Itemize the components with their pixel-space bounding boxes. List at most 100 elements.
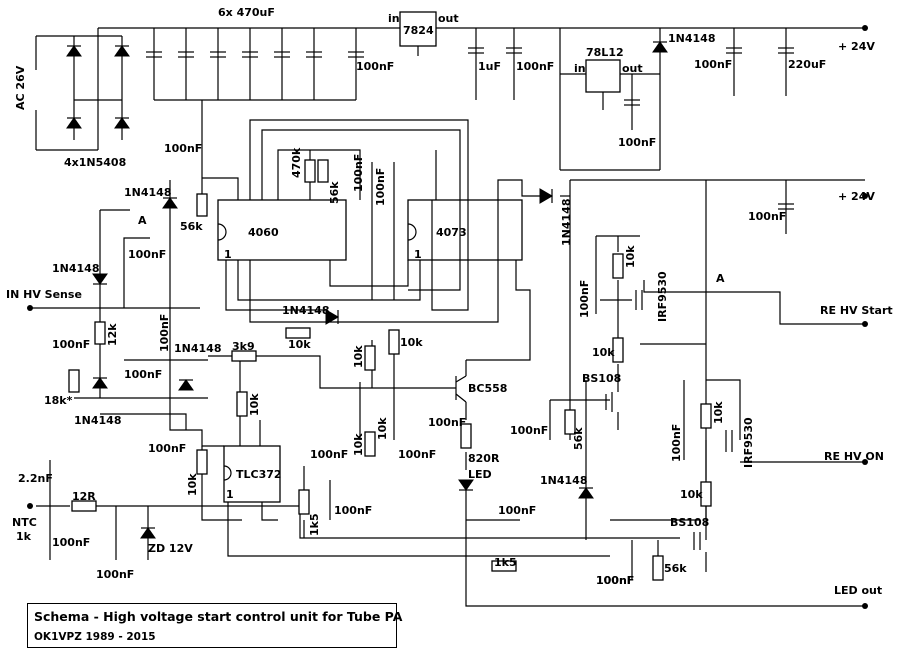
label-r56k-a: 56k bbox=[180, 220, 203, 233]
label-ntc1k: 1k bbox=[16, 530, 32, 543]
label-d1n4148-b: 1N4148 bbox=[52, 262, 99, 275]
label-cap100n-p: 100nF bbox=[398, 448, 436, 461]
label-cap100n-u: 100nF bbox=[498, 504, 536, 517]
label-d-top: 1N4148 bbox=[668, 32, 715, 45]
label-r56k-c: 56k bbox=[664, 562, 687, 575]
transistors bbox=[455, 290, 733, 550]
label-ntc: NTC bbox=[12, 516, 37, 529]
label-cap100n-m: 100nF bbox=[148, 442, 186, 455]
label-cap100n-c: 100nF bbox=[618, 136, 656, 149]
title-author: OK1VPZ 1989 - 2015 bbox=[34, 631, 156, 643]
label-re-hv-start: RE HV Start bbox=[820, 304, 893, 317]
label-d1n4148-c: 1N4148 bbox=[282, 304, 329, 317]
ic-tlc372 bbox=[223, 445, 281, 503]
label-cap100n-k: 100nF bbox=[158, 314, 171, 352]
power-supply bbox=[35, 11, 868, 171]
label-ic4060: 4060 bbox=[248, 226, 279, 239]
reg-78l12-box bbox=[585, 59, 621, 93]
label-cap100n-h: 100nF bbox=[374, 168, 387, 206]
label-r12k: 12k bbox=[106, 323, 119, 346]
control-wiring bbox=[30, 100, 865, 607]
cap-bank bbox=[146, 28, 364, 100]
label-reg78l12: 78L12 bbox=[586, 46, 624, 59]
label-r10k-i: 10k bbox=[592, 346, 615, 359]
label-r10k-b: 10k bbox=[352, 345, 365, 368]
label-cap100n-r: 100nF bbox=[334, 504, 372, 517]
label-cap2n2: 2.2nF bbox=[18, 472, 53, 485]
label-r12r: 12R bbox=[72, 490, 96, 503]
label-cap100n-w: 100nF bbox=[578, 280, 591, 318]
label-zd12: ZD 12V bbox=[148, 542, 193, 555]
label-cap100n-v: 100nF bbox=[596, 574, 634, 587]
label-cap100n-b: 100nF bbox=[516, 60, 554, 73]
label-cap100n-x: 100nF bbox=[670, 424, 683, 462]
label-cap100n-a: 100nF bbox=[356, 60, 394, 73]
label-d1n4148-d: 1N4148 bbox=[174, 342, 221, 355]
label-ic4073-pin: 1 bbox=[414, 248, 422, 261]
label-r56k-b: 56k bbox=[572, 427, 585, 450]
label-r10k-j: 10k bbox=[712, 401, 725, 424]
label-ic4060-pin: 1 bbox=[224, 248, 232, 261]
label-r10k-d: 10k bbox=[248, 393, 261, 416]
label-in-hv: IN HV Sense bbox=[6, 288, 82, 301]
reg-7824-box bbox=[399, 11, 437, 47]
label-r1k5-a: 1k5 bbox=[308, 513, 321, 536]
label-ac: AC 26V bbox=[14, 65, 27, 110]
label-r10k-e: 10k bbox=[352, 433, 365, 456]
label-bs108-a: BS108 bbox=[582, 372, 621, 385]
title-main: Schema - High voltage start control unit… bbox=[34, 609, 403, 624]
label-bs108-b: BS108 bbox=[670, 516, 709, 529]
label-a1: A bbox=[138, 214, 147, 227]
ic-4060 bbox=[217, 199, 347, 261]
label-cap1u: 1uF bbox=[478, 60, 501, 73]
label-a2: A bbox=[716, 272, 725, 285]
label-cap100n-i: 100nF bbox=[128, 248, 166, 261]
ic-4073 bbox=[407, 199, 523, 261]
label-r10k-k: 10k bbox=[680, 488, 703, 501]
label-r3k9: 3k9 bbox=[232, 340, 255, 353]
label-r10k-g: 10k bbox=[186, 473, 199, 496]
label-plus24-mid: + 24V bbox=[838, 190, 875, 203]
title-block: Schema - High voltage start control unit… bbox=[27, 603, 402, 648]
label-caps6: 6x 470uF bbox=[218, 6, 275, 19]
label-r10k-f: 10k bbox=[376, 417, 389, 440]
label-ic4073: 4073 bbox=[436, 226, 467, 239]
label-irf9530-a: IRF9530 bbox=[656, 271, 669, 322]
label-cap100n-o: 100nF bbox=[310, 448, 348, 461]
label-cap100n-t: 100nF bbox=[96, 568, 134, 581]
label-d1n4148-a: 1N4148 bbox=[124, 186, 171, 199]
label-cap100n-e: 100nF bbox=[748, 210, 786, 223]
label-cap100n-j: 100nF bbox=[52, 338, 90, 351]
label-r10k-a: 10k bbox=[288, 338, 311, 351]
label-cap100n-f: 100nF bbox=[164, 142, 202, 155]
component-labels: 6x 470uF AC 26V 4x1N5408 100nF in 7824 o… bbox=[6, 6, 893, 597]
label-r1k5-b: 1k5 bbox=[494, 556, 517, 569]
label-d1n4148-vert: 1N4148 bbox=[560, 199, 573, 246]
terminals bbox=[27, 305, 868, 609]
label-plus24-top: + 24V bbox=[838, 40, 875, 53]
label-r470k: 470k bbox=[290, 147, 303, 178]
label-cap100n-g: 100nF bbox=[352, 154, 365, 192]
label-r10k-c: 10k bbox=[400, 336, 423, 349]
label-cap100n-n: 100nF bbox=[428, 416, 466, 429]
label-r10k-h: 10k bbox=[624, 245, 637, 268]
label-re-hv-on: RE HV ON bbox=[824, 450, 884, 463]
label-bc558: BC558 bbox=[468, 382, 507, 395]
label-r18k: 18k* bbox=[44, 394, 73, 407]
resistors bbox=[68, 159, 712, 581]
label-reg-out: out bbox=[438, 12, 459, 25]
label-reg-in: in bbox=[388, 12, 400, 25]
label-reg7824: 7824 bbox=[403, 24, 434, 37]
label-cap100n-s: 100nF bbox=[52, 536, 90, 549]
label-led-out: LED out bbox=[834, 584, 882, 597]
label-cap100n-d: 100nF bbox=[694, 58, 732, 71]
label-cap100n-l: 100nF bbox=[124, 368, 162, 381]
label-cap100n-q: 100nF bbox=[510, 424, 548, 437]
label-irf9530-b: IRF9530 bbox=[742, 417, 755, 468]
label-r56k-top: 56k bbox=[328, 181, 341, 204]
label-d1n4148-f: 1N4148 bbox=[540, 474, 587, 487]
label-tlc-pin: 1 bbox=[226, 488, 234, 501]
diodes bbox=[92, 197, 594, 539]
label-reg2-in: in bbox=[574, 62, 586, 75]
